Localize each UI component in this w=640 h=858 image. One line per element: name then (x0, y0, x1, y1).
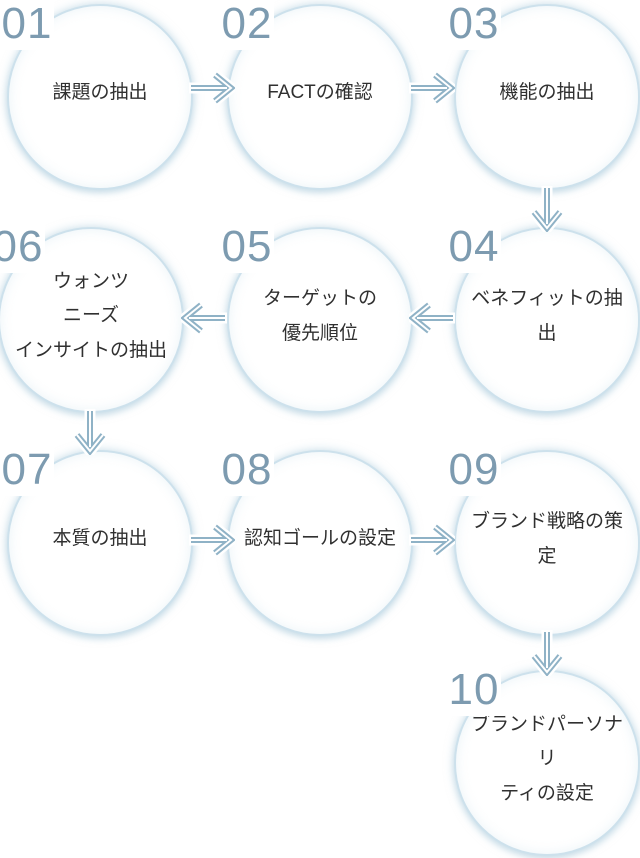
step-05: ターゲットの 優先順位 05 (220, 223, 413, 413)
step-08-label: 認知ゴールの設定 (243, 528, 396, 550)
step-08: 認知ゴールの設定 08 (220, 446, 413, 636)
step-06: ウォンツ ニーズ インサイトの抽出 06 (0, 223, 184, 413)
step-04: ベネフィットの抽 出 04 (447, 223, 640, 413)
step-05-circle: ターゲットの 優先順位 (227, 227, 413, 413)
arrow-right-07-08-icon (189, 523, 235, 557)
step-01: 課題の抽出 01 (0, 0, 193, 190)
step-10: ブランドパーソナリ ティの設定 10 (447, 666, 640, 856)
step-08-number: 08 (221, 445, 273, 494)
arrow-left-04-05-icon (409, 301, 455, 335)
step-09: ブランド戦略の策定 09 (447, 446, 640, 636)
step-02-number-box: 02 (220, 0, 274, 50)
step-09-number-box: 09 (447, 446, 501, 496)
step-03-number: 03 (448, 0, 500, 48)
step-02: FACTの確認 02 (220, 0, 413, 190)
step-06-label: ウォンツ ニーズ インサイトの抽出 (14, 271, 167, 361)
arrow-down-09-10-icon (530, 630, 564, 676)
step-06-number: 06 (0, 222, 44, 271)
step-05-number-box: 05 (220, 223, 274, 273)
step-10-number: 10 (448, 665, 500, 714)
step-04-number-box: 04 (447, 223, 501, 273)
step-01-number-box: 01 (0, 0, 54, 50)
step-07: 本質の抽出 07 (0, 446, 193, 636)
step-05-label: ターゲットの 優先順位 (262, 288, 377, 344)
step-03: 機能の抽出 03 (447, 0, 640, 190)
step-01-number: 01 (1, 0, 53, 48)
step-04-label: ベネフィットの抽 出 (471, 288, 623, 344)
step-10-number-box: 10 (447, 666, 501, 716)
step-10-label: ブランドパーソナリ ティの設定 (470, 714, 623, 804)
step-07-number: 07 (1, 445, 53, 494)
step-03-number-box: 03 (447, 0, 501, 50)
arrow-right-02-03-icon (409, 71, 455, 105)
arrow-left-05-06-icon (181, 301, 227, 335)
step-10-circle: ブランドパーソナリ ティの設定 (454, 670, 640, 856)
step-09-number: 09 (448, 445, 500, 494)
step-01-label: 課題の抽出 (52, 82, 148, 104)
step-03-label: 機能の抽出 (499, 82, 595, 104)
step-05-number: 05 (221, 222, 273, 271)
step-07-number-box: 07 (0, 446, 54, 496)
step-04-number: 04 (448, 222, 500, 271)
arrow-right-01-02-icon (189, 71, 235, 105)
step-06-number-box: 06 (0, 223, 45, 273)
step-02-label: FACTの確認 (267, 82, 373, 104)
arrow-down-06-07-icon (73, 409, 107, 455)
step-09-label: ブランド戦略の策定 (470, 511, 623, 567)
step-08-number-box: 08 (220, 446, 274, 496)
arrow-down-03-04-icon (530, 186, 564, 232)
step-07-label: 本質の抽出 (52, 528, 148, 550)
step-02-number: 02 (221, 0, 273, 48)
arrow-right-08-09-icon (409, 523, 455, 557)
